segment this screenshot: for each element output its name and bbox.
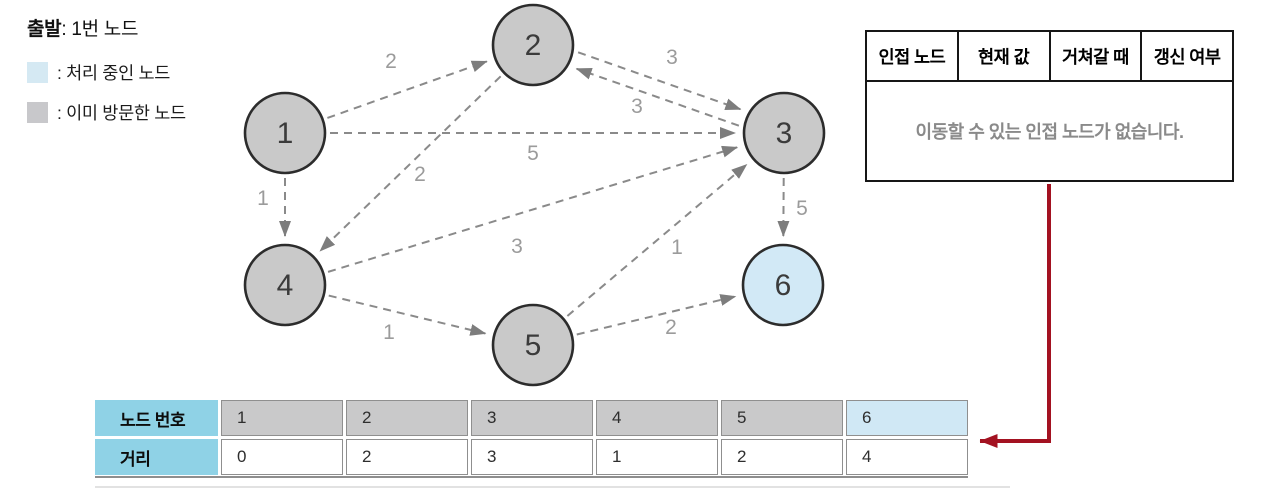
- bottom-divider: [95, 486, 1010, 488]
- legend-item-label: : 처리 중인 노드: [57, 63, 171, 83]
- graph-node-5: [491, 303, 575, 387]
- edge-weight-1-3: 5: [527, 142, 539, 165]
- graph-node-3: [742, 91, 826, 175]
- graph-node-label-5: 5: [525, 329, 542, 362]
- distance-cell-6: 4: [846, 439, 968, 475]
- adjacency-message: 이동할 수 있는 인접 노드가 없습니다.: [865, 80, 1234, 182]
- graph-node-1: [243, 91, 327, 175]
- graph-node-6-processing: [741, 243, 825, 327]
- legend-item-label: : 이미 방문한 노드: [57, 103, 186, 123]
- distance-table: 노드 번호 1 2 3 4 5 6 거리 0 2 3 1 2 4: [95, 400, 968, 478]
- adjacency-body-row: 이동할 수 있는 인접 노드가 없습니다.: [865, 80, 1234, 182]
- node-number-cell-5: 5: [721, 400, 843, 436]
- node-number-cell-2: 2: [346, 400, 468, 436]
- adjacency-panel: 인접 노드 현재 값 거쳐갈 때 갱신 여부 이동할 수 있는 인접 노드가 없…: [865, 30, 1234, 182]
- edge-5-6: [576, 294, 737, 336]
- node-number-cell-1: 1: [221, 400, 343, 436]
- legend-start-label: 출발: [27, 19, 62, 40]
- graph-node-label-1: 1: [277, 117, 294, 150]
- edge-weight-2-3: 3: [666, 46, 678, 69]
- distance-cell-2: 2: [346, 439, 468, 475]
- legend: 출발: 1번 노드 : 처리 중인 노드 : 이미 방문한 노드: [27, 14, 186, 140]
- visited-node-swatch: [27, 102, 48, 123]
- distance-cell-3: 3: [471, 439, 593, 475]
- graph-node-label-3: 3: [776, 117, 793, 150]
- adjacency-header-neighbor: 인접 노드: [865, 30, 959, 82]
- processing-node-swatch: [27, 62, 48, 83]
- edge-weight-2-4: 2: [414, 163, 426, 186]
- adjacency-header-row: 인접 노드 현재 값 거쳐갈 때 갱신 여부: [865, 30, 1234, 82]
- legend-item-visited: : 이미 방문한 노드: [27, 100, 186, 125]
- edge-2-3: [577, 51, 742, 111]
- edge-4-3: [327, 145, 739, 273]
- edge-weight-4-3: 3: [511, 235, 523, 258]
- edge-weight-5-6: 2: [665, 316, 677, 339]
- node-number-cell-3: 3: [471, 400, 593, 436]
- distance-cell-4: 1: [596, 439, 718, 475]
- legend-item-processing: : 처리 중인 노드: [27, 60, 186, 85]
- legend-start-node: 출발: 1번 노드: [27, 14, 186, 41]
- adjacency-header-updated: 갱신 여부: [1140, 30, 1234, 82]
- graph-node-label-4: 4: [277, 269, 294, 302]
- distance-cell-5: 2: [721, 439, 843, 475]
- adjacency-header-current-value: 현재 값: [956, 30, 1051, 82]
- node-number-cell-6-highlighted: 6: [846, 400, 968, 436]
- graph-node-label-6: 6: [775, 269, 792, 302]
- node-number-cell-4: 4: [596, 400, 718, 436]
- edge-2-4: [319, 75, 502, 252]
- graph-node-label-2: 2: [525, 29, 542, 62]
- edge-weight-5-3: 1: [671, 236, 683, 259]
- edge-4-5: [328, 294, 487, 336]
- row-header-node-number: 노드 번호: [95, 400, 218, 436]
- row-header-distance: 거리: [95, 439, 218, 475]
- edge-3-2: [575, 67, 740, 127]
- edge-weight-3-2: 3: [631, 95, 643, 118]
- distance-cell-1: 0: [221, 439, 343, 475]
- edge-weight-1-4: 1: [257, 187, 269, 210]
- edge-weight-1-2: 2: [385, 50, 397, 73]
- edge-5-3: [566, 163, 748, 317]
- edge-weight-3-6: 5: [796, 197, 808, 220]
- edge-1-2: [327, 60, 488, 119]
- graph-node-4: [243, 243, 327, 327]
- edge-weight-4-5: 1: [383, 321, 395, 344]
- adjacency-header-via: 거쳐갈 때: [1048, 30, 1143, 82]
- panel-to-table-arrow: [979, 184, 1051, 448]
- legend-start-value: : 1번 노드: [61, 19, 139, 40]
- graph-node-2: [491, 3, 575, 87]
